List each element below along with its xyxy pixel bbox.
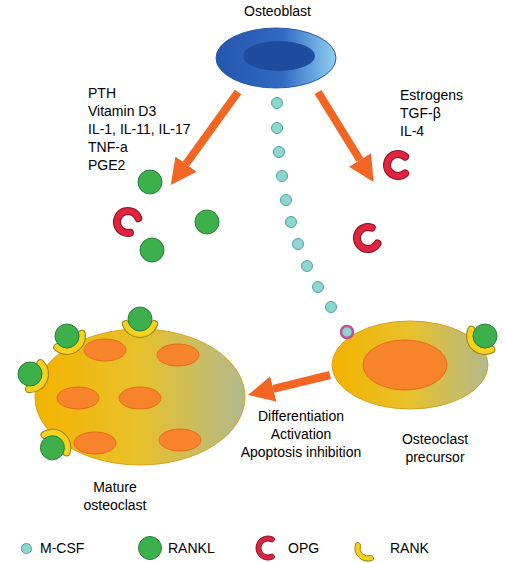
osteoblast-cell: Osteoblast (205, 2, 350, 94)
legend-symbol (254, 534, 282, 562)
secretion-arrow (318, 92, 360, 160)
rank-receptor (45, 433, 68, 453)
mcsf-dot (281, 195, 292, 206)
mcsf-dot (313, 282, 324, 293)
process-arrow (273, 375, 330, 389)
legend-swatch (138, 536, 162, 560)
opg-molecule (357, 227, 378, 249)
secretion-arrow (186, 92, 238, 164)
mcsf-dot (272, 98, 283, 109)
legend-swatch (21, 543, 32, 554)
opg-symbol (256, 536, 275, 560)
factor-label: IL-4 (400, 122, 424, 140)
mcsf-dot (302, 261, 313, 272)
factor-label: IL-1, IL-11, IL-17 (88, 120, 190, 138)
opg-molecule (387, 154, 405, 176)
cell-nucleus (243, 41, 315, 71)
mcsf-dots (272, 98, 337, 313)
cell-label: Mature osteoclast (75, 478, 155, 514)
cell-nucleus (157, 344, 199, 366)
legend-label: RANKL (168, 539, 215, 557)
cell-nucleus (57, 387, 99, 409)
rankl-molecule (128, 307, 152, 331)
opg-outline (117, 211, 138, 233)
mcsf-dot (277, 171, 288, 182)
mcsf-dot (326, 302, 337, 313)
rankl-molecules (138, 170, 219, 262)
mcsf-dot (272, 123, 283, 134)
rankl-molecule (55, 324, 79, 348)
cell-body (35, 329, 245, 465)
rank-receptor (470, 330, 491, 351)
mcsf-dot (293, 239, 304, 250)
mcsf-dot (274, 147, 285, 158)
factor-label: TGF-β (400, 104, 441, 122)
legend-symbol (354, 534, 382, 562)
cell-nucleus (119, 387, 161, 409)
rankl-molecule (18, 362, 42, 386)
rank-symbol (355, 542, 374, 561)
bound-rankl (18, 307, 497, 460)
rankl-molecule (138, 170, 162, 194)
rank-outline (57, 334, 82, 351)
rankl-molecule (195, 210, 219, 234)
cell-label: Osteoclast precursor (385, 430, 485, 466)
legend-label: RANK (390, 539, 429, 557)
mcsf-dot (286, 217, 297, 228)
mcsf-receptor (341, 326, 353, 338)
cell-label: Osteoblast (205, 2, 350, 20)
legend-label: OPG (288, 539, 319, 557)
rankl-molecule (473, 324, 497, 348)
cell-nucleus (363, 340, 447, 390)
mature-osteoclast: Mature osteoclast (8, 318, 248, 518)
cell-body (332, 321, 488, 409)
rankl-molecule (140, 238, 164, 262)
factor-label: PTH (88, 84, 116, 102)
cell-nucleus (159, 429, 201, 451)
rank-receptor (29, 363, 45, 389)
cell-nucleus (84, 339, 126, 361)
rank-outline (470, 330, 491, 351)
rank-outline (45, 433, 68, 453)
opg-molecule (117, 211, 138, 233)
factor-label: Vitamin D3 (88, 102, 156, 120)
cell-body (216, 28, 336, 88)
rank-outline (29, 363, 45, 389)
opg-outline (357, 227, 378, 249)
process-label: Differentiation Activation Apoptosis inh… (239, 407, 363, 461)
rankl-molecule (40, 436, 64, 460)
opg-outline (387, 154, 405, 176)
legend-label: M-CSF (40, 539, 84, 557)
rank-receptor (126, 324, 154, 334)
factor-label: TNF-a (88, 138, 128, 156)
rank-outline (126, 324, 154, 334)
factor-label: PGE2 (88, 156, 125, 174)
rank-receptor (57, 334, 82, 351)
opg-molecules (117, 154, 405, 249)
factor-label: Estrogens (400, 86, 463, 104)
rank-receptors (29, 324, 491, 452)
cell-nucleus (74, 432, 116, 454)
